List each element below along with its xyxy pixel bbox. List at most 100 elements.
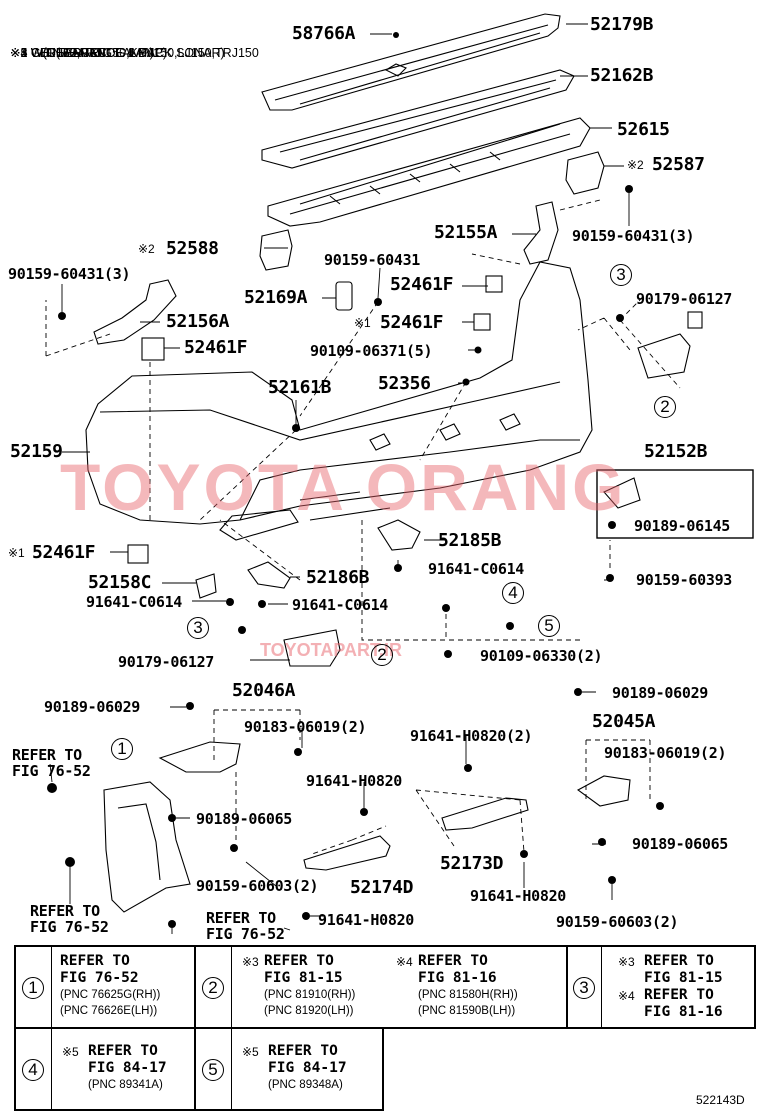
part-label-52156a[interactable]: 52156A — [166, 311, 230, 332]
reference-table-row-2: 4 ※5 REFER TO FIG 84-17 (PNC 89341A) 5 ※… — [14, 1027, 384, 1111]
part-label-91641-h0820-a[interactable]: 91641-H0820(2) — [410, 727, 533, 745]
bracket-52045a-part — [576, 775, 631, 807]
table-3b-refer[interactable]: REFER TO — [644, 987, 714, 1003]
part-label-52186b[interactable]: 52186B — [306, 567, 370, 588]
part-label-90109-06330[interactable]: 90109-06330(2) — [480, 647, 603, 665]
table-2b-pnc1: (PNC 81580H(RH)) — [418, 989, 518, 1001]
note-5: ※5 W(CLEARANCE & BACK SONAR) — [10, 46, 225, 60]
rear-fog-lamp-right — [637, 333, 691, 379]
table-3b-fig[interactable]: FIG 81-16 — [644, 1004, 723, 1020]
table-1-fig[interactable]: FIG 76-52 — [60, 970, 139, 986]
mark-52461f-d: ※1 — [8, 546, 25, 560]
callout-1-mudguard[interactable]: 1 — [111, 738, 133, 760]
table-2b-refer[interactable]: REFER TO — [418, 953, 488, 969]
part-label-90189-06065-left[interactable]: 90189-06065 — [196, 810, 293, 828]
mark-52587: ※2 — [627, 158, 644, 172]
part-label-52356[interactable]: 52356 — [378, 373, 431, 394]
part-label-52461f-d[interactable]: 52461F — [32, 542, 96, 563]
table-callout-2: 2 — [202, 977, 224, 999]
table-3b-mark: ※4 — [618, 989, 635, 1003]
part-label-52615[interactable]: 52615 — [617, 119, 670, 140]
part-label-90189-06029-right[interactable]: 90189-06029 — [612, 684, 709, 702]
part-label-91641-h0820-c[interactable]: 91641-H0820 — [318, 911, 415, 929]
retainer-52162b-part — [261, 69, 575, 169]
table-callout-1: 1 — [22, 977, 44, 999]
refer-note-1[interactable]: REFER TO FIG 76-52 — [12, 747, 91, 779]
part-label-91641-c0614-c[interactable]: 91641-C0614 — [292, 596, 389, 614]
part-label-52161b[interactable]: 52161B — [268, 377, 332, 398]
callout-3-left[interactable]: 3 — [187, 617, 209, 639]
callout-4[interactable]: 4 — [502, 582, 524, 604]
bracket-52158c-part — [195, 573, 217, 599]
part-label-91641-c0614-a[interactable]: 91641-C0614 — [428, 560, 525, 578]
table-3a-refer[interactable]: REFER TO — [644, 953, 714, 969]
part-label-90159-60393[interactable]: 90159-60393 — [636, 571, 733, 589]
part-label-52045a[interactable]: 52045A — [592, 711, 656, 732]
table-1-refer[interactable]: REFER TO — [60, 953, 130, 969]
part-label-90189-06065-right[interactable]: 90189-06065 — [632, 835, 729, 853]
part-label-52152b[interactable]: 52152B — [644, 441, 708, 462]
part-label-52046a[interactable]: 52046A — [232, 680, 296, 701]
bracket-52186b-part — [247, 561, 291, 589]
part-label-52461f-a[interactable]: 52461F — [390, 274, 454, 295]
part-label-90159-60603-left[interactable]: 90159-60603(2) — [196, 877, 319, 895]
table-5-fig[interactable]: FIG 84-17 — [268, 1060, 347, 1076]
table-2a-fig[interactable]: FIG 81-15 — [264, 970, 343, 986]
note-2: ※2 CHINA SPEC — [10, 46, 107, 60]
table-1-pnc1: (PNC 76625G(RH)) — [60, 989, 161, 1001]
part-label-91641-h0820-b[interactable]: 91641-H0820 — [306, 772, 403, 790]
part-label-90189-06145[interactable]: 90189-06145 — [634, 517, 731, 535]
part-label-52461f-b[interactable]: 52461F — [380, 312, 444, 333]
part-label-52174d[interactable]: 52174D — [350, 877, 414, 898]
mudguard-part — [103, 781, 191, 913]
table-4-refer[interactable]: REFER TO — [88, 1043, 158, 1059]
note-4: ※4 W(REAR FOG LAMP) — [10, 46, 154, 60]
table-5-refer[interactable]: REFER TO — [268, 1043, 338, 1059]
reference-table: 1 REFER TO FIG 76-52 (PNC 76625G(RH)) (P… — [14, 945, 756, 1029]
part-label-52159[interactable]: 52159 — [10, 441, 63, 462]
callout-3-right[interactable]: 3 — [610, 264, 632, 286]
part-label-91641-h0820-d[interactable]: 91641-H0820 — [470, 887, 567, 905]
part-label-90159-60431-left[interactable]: 90159-60431(3) — [8, 265, 131, 283]
part-label-90189-06029-left[interactable]: 90189-06029 — [44, 698, 141, 716]
part-label-52588[interactable]: 52588 — [166, 238, 219, 259]
table-3a-fig[interactable]: FIG 81-15 — [644, 970, 723, 986]
part-label-90109-06371[interactable]: 90109-06371(5) — [310, 342, 433, 360]
part-label-58766a[interactable]: 58766A — [292, 23, 356, 44]
part-label-52185b[interactable]: 52185B — [438, 530, 502, 551]
watermark-main: TOYOTA ORANG — [60, 450, 627, 524]
part-label-90159-60431-right[interactable]: 90159-60431(3) — [572, 227, 695, 245]
bracket-52156a-part — [93, 279, 177, 345]
part-label-90183-06019-right[interactable]: 90183-06019(2) — [604, 744, 727, 762]
part-label-52155a[interactable]: 52155A — [434, 222, 498, 243]
part-label-52587[interactable]: 52587 — [652, 154, 705, 175]
refer-note-3-line2: FIG 76-52 — [206, 925, 285, 943]
part-label-52169a[interactable]: 52169A — [244, 287, 308, 308]
callout-2-left[interactable]: 2 — [371, 644, 393, 666]
refer-note-2[interactable]: REFER TO FIG 76-52 — [30, 903, 109, 935]
table-4-mark: ※5 — [62, 1045, 79, 1059]
part-label-52158c[interactable]: 52158C — [88, 572, 152, 593]
refer-note-3[interactable]: REFER TO FIG 76-52 — [206, 910, 285, 942]
part-label-52461f-c[interactable]: 52461F — [184, 337, 248, 358]
callout-5[interactable]: 5 — [538, 615, 560, 637]
table-callout-4: 4 — [22, 1059, 44, 1081]
part-label-52173d[interactable]: 52173D — [440, 853, 504, 874]
callout-2-right[interactable]: 2 — [654, 396, 676, 418]
table-4-fig[interactable]: FIG 84-17 — [88, 1060, 167, 1076]
table-cell-1: 1 REFER TO FIG 76-52 (PNC 76625G(RH)) (P… — [16, 947, 196, 1027]
part-label-90179-06127-right[interactable]: 90179-06127 — [636, 290, 733, 308]
part-label-90159-60603-right[interactable]: 90159-60603(2) — [556, 913, 679, 931]
table-2a-refer[interactable]: REFER TO — [264, 953, 334, 969]
part-label-91641-c0614-b[interactable]: 91641-C0614 — [86, 593, 183, 611]
part-label-52179b[interactable]: 52179B — [590, 14, 654, 35]
table-2b-mark: ※4 — [396, 955, 413, 969]
bumper-cover-52159-part — [85, 261, 593, 525]
refer-note-3-line1: REFER TO — [206, 909, 276, 927]
part-label-90179-06127-left[interactable]: 90179-06127 — [118, 653, 215, 671]
part-label-90159-60431-center[interactable]: 90159-60431 — [324, 251, 421, 269]
part-label-52162b[interactable]: 52162B — [590, 65, 654, 86]
table-2b-fig[interactable]: FIG 81-16 — [418, 970, 497, 986]
bracket-52173d-part — [441, 797, 529, 831]
part-label-90183-06019-left[interactable]: 90183-06019(2) — [244, 718, 367, 736]
